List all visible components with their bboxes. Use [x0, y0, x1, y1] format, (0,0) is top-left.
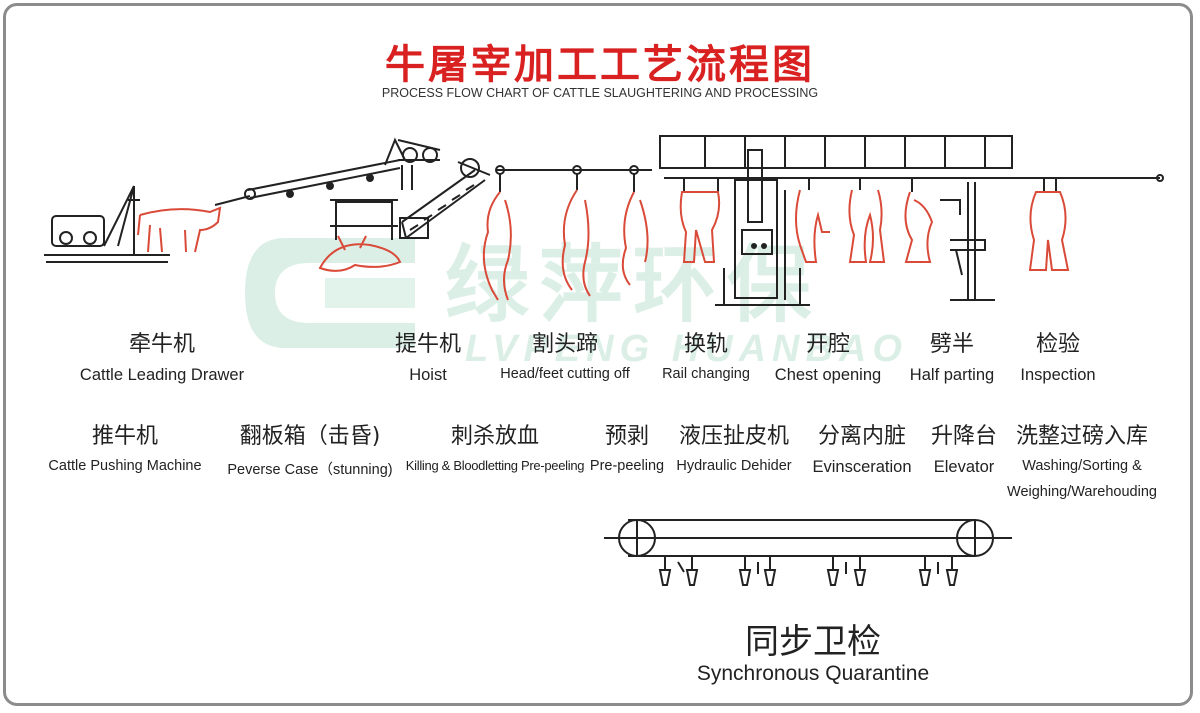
step-cn: 推牛机 [91, 424, 158, 449]
carcass-split [848, 189, 886, 263]
step-cn: 劈半 [929, 332, 975, 357]
step-en-line2: Weighing/Warehouding [1007, 484, 1157, 500]
step-en: Hydraulic Dehider [676, 458, 792, 474]
step-en: Peverse Case（stunning) [227, 462, 393, 478]
step-en: Washing/Sorting & [1022, 458, 1142, 474]
step-hydraulic-dehider: 液压扯皮机 Hydraulic Dehider [676, 418, 791, 474]
step-half-parting: 劈半 Half parting [910, 326, 994, 385]
rail-hooks [683, 178, 1057, 192]
page-subtitle: PROCESS FLOW CHART OF CATTLE SLAUGHTERIN… [381, 86, 819, 100]
carcass-dehide-1 [679, 191, 721, 263]
step-cn: 升降台 [930, 424, 998, 449]
step-cn: 换轨 [683, 332, 728, 357]
step-en: Head/feet cutting off [500, 366, 630, 382]
step-en: Inspection [1020, 366, 1096, 384]
step-washing-warehousing: 洗整过磅入库 Washing/Sorting & Weighing/Wareho… [1007, 418, 1157, 500]
step-hoist: 提牛机 Hoist [395, 326, 461, 385]
step-cn: 割头蹄 [531, 332, 598, 357]
carcass-bleeding-3 [621, 191, 649, 286]
step-head-feet-cutting: 割头蹄 Head/feet cutting off [500, 326, 630, 382]
step-en: Rail changing [662, 366, 750, 382]
bleed-rail [495, 165, 652, 192]
sync-conveyor [604, 519, 1012, 586]
step-en: Cattle Leading Drawer [79, 366, 245, 384]
dehider-frame [659, 135, 1164, 306]
step-cn: 翻板箱（击昏) [239, 424, 381, 449]
page-title: 牛屠宰加工工艺流程图 [385, 42, 815, 88]
step-cn: 刺杀放血 [450, 424, 540, 449]
elevator-platform [940, 182, 995, 301]
carcass-stunned [318, 235, 402, 272]
step-evisceration: 分离内脏 Evinsceration [812, 418, 911, 477]
step-pre-peeling: 预剥 Pre-peeling [590, 418, 664, 474]
step-en: Evinsceration [812, 458, 912, 476]
step-inspection: 检验 Inspection [1020, 326, 1095, 385]
carcass-bleeding-2 [561, 189, 591, 297]
outer-frame [3, 3, 1193, 706]
carcass-wash [1028, 191, 1070, 271]
step-en: Hoist [409, 366, 447, 384]
step-en: Cattle Pushing Machine [48, 458, 202, 474]
step-en: Killing & Bloodletting Pre-peeling [405, 458, 585, 473]
step-cn: 预剥 [604, 424, 650, 449]
hoist-incline [399, 158, 491, 239]
step-cn: 开腔 [805, 332, 851, 357]
step-cn: 牵牛机 [128, 332, 196, 357]
step-cn: 液压扯皮机 [678, 424, 789, 449]
sync-quarantine-cn: 同步卫检 [745, 622, 881, 662]
step-pushing-machine: 推牛机 Cattle Pushing Machine [48, 418, 201, 474]
step-reverse-case: 翻板箱（击昏) Peverse Case（stunning) [227, 418, 392, 479]
carcass-bleeding-1 [482, 191, 512, 301]
carcass-inspect [904, 191, 934, 263]
step-rail-changing: 换轨 Rail changing [662, 326, 750, 382]
step-cn: 洗整过磅入库 [1015, 424, 1148, 449]
step-en: Half parting [909, 366, 995, 384]
step-cn: 分离内脏 [817, 424, 906, 449]
step-chest-opening: 开腔 Chest opening [775, 326, 881, 385]
pusher-conveyor [214, 137, 441, 206]
carcass-evisc [795, 189, 830, 263]
step-en: Chest opening [774, 366, 882, 384]
reverse-case [330, 199, 398, 240]
step-en: Pre-peeling [589, 458, 665, 474]
step-elevator: 升降台 Elevator [931, 418, 997, 477]
carcass-cattle-standing [137, 206, 222, 253]
sync-quarantine-en: Synchronous Quarantine [696, 662, 930, 685]
step-killing-bloodletting: 刺杀放血 Killing & Bloodletting Pre-peeling [405, 418, 585, 473]
step-cn: 检验 [1035, 332, 1080, 357]
step-en: Elevator [933, 458, 995, 476]
step-leading-drawer: 牵牛机 Cattle Leading Drawer [80, 326, 244, 385]
leading-drawer-machine [44, 185, 170, 263]
step-cn: 提牛机 [394, 332, 462, 357]
